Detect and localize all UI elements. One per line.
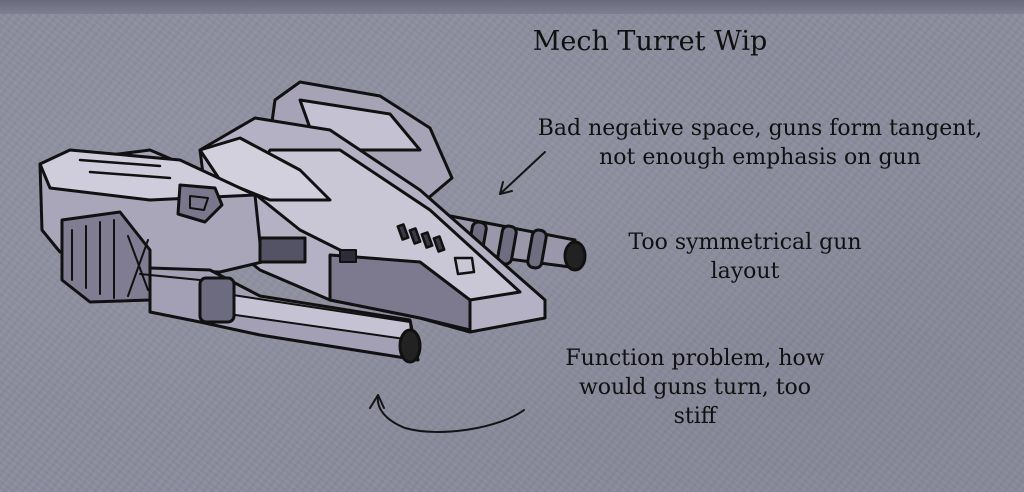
note-negative-space: Bad negative space, guns form tangent, n… (537, 116, 983, 170)
page-title: Mech Turret Wip (532, 26, 768, 57)
arrow-to-top (499, 151, 546, 195)
annotation-arrows (369, 151, 546, 433)
note-function: Function problem, how would guns turn, t… (565, 346, 825, 429)
arrow-curved (376, 394, 525, 433)
top-border (0, 0, 1024, 14)
note-symmetry: Too symmetrical gun layout (628, 230, 862, 284)
left-cannon (148, 266, 422, 364)
